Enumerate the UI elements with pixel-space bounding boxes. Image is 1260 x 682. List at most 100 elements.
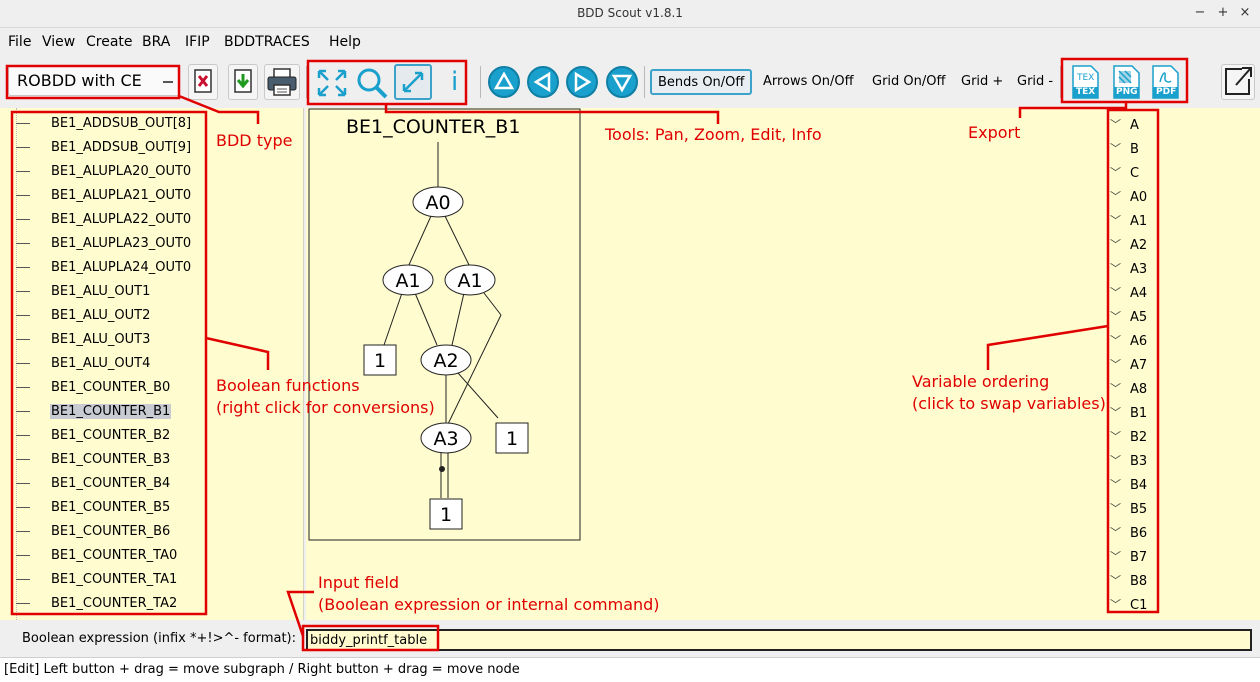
variable-item[interactable]: ﹀B7 (1110, 546, 1170, 570)
function-item[interactable]: BE1_ALU_OUT4 (0, 352, 300, 376)
variable-label: C (1130, 166, 1140, 181)
variable-item[interactable]: ﹀C1 (1110, 594, 1170, 618)
function-item-selected[interactable]: BE1_COUNTER_B1 (0, 400, 300, 424)
function-item[interactable]: BE1_ALU_OUT3 (0, 328, 300, 352)
grid-toggle[interactable]: Grid On/Off (865, 69, 953, 95)
variable-item[interactable]: ﹀B8 (1110, 570, 1170, 594)
chevron-down-icon: ﹀ (1110, 190, 1121, 203)
variable-item[interactable]: ﹀C (1110, 162, 1170, 186)
function-item[interactable]: BE1_ALUPLA22_OUT0 (0, 208, 300, 232)
function-item[interactable]: BE1_ADDSUB_OUT[8] (0, 112, 300, 136)
minimize-icon[interactable]: − (1194, 5, 1206, 20)
function-label: BE1_ALUPLA23_OUT0 (51, 236, 192, 251)
move-left-button[interactable] (527, 66, 559, 98)
svg-text:1: 1 (506, 428, 518, 450)
variable-item[interactable]: ﹀A0 (1110, 186, 1170, 210)
variable-item[interactable]: ﹀A3 (1110, 258, 1170, 282)
variable-label: B1 (1130, 406, 1148, 421)
function-item[interactable]: BE1_COUNTER_B5 (0, 496, 300, 520)
function-item[interactable]: BE1_COUNTER_B3 (0, 448, 300, 472)
function-item[interactable]: BE1_ADDSUB_OUT[9] (0, 136, 300, 160)
function-label: BE1_COUNTER_B2 (51, 428, 171, 443)
move-down-button[interactable] (606, 66, 638, 98)
function-item[interactable]: BE1_COUNTER_TA2 (0, 592, 300, 616)
function-item[interactable]: BE1_ALU_OUT1 (0, 280, 300, 304)
variable-item[interactable]: ﹀B (1110, 138, 1170, 162)
grid-minus-button[interactable]: Grid - (1010, 69, 1061, 95)
chevron-down-icon: ﹀ (1110, 118, 1121, 131)
variable-item[interactable]: ﹀ B1 (1110, 402, 1170, 426)
print-button[interactable] (264, 64, 300, 100)
info-button[interactable]: i (436, 64, 474, 100)
zoom-button[interactable] (352, 64, 390, 100)
function-item[interactable]: BE1_ALUPLA23_OUT0 (0, 232, 300, 256)
open-external-button[interactable] (1221, 64, 1255, 100)
variable-label: B6 (1130, 526, 1148, 541)
variable-label: A3 (1130, 262, 1148, 277)
edit-button[interactable] (394, 64, 432, 100)
bdd-type-select[interactable]: ROBDD with CE (8, 66, 180, 96)
export-png-button[interactable]: PNG (1112, 65, 1140, 99)
variable-item[interactable]: ﹀A4 (1110, 282, 1170, 306)
function-item[interactable]: BE1_ALU_OUT2 (0, 304, 300, 328)
expression-input[interactable] (306, 629, 1252, 651)
function-item[interactable]: BE1_COUNTER_B6 (0, 520, 300, 544)
export-pdf-button[interactable]: PDF (1151, 65, 1179, 99)
move-right-button[interactable] (566, 66, 598, 98)
function-item[interactable]: BE1_ALUPLA21_OUT0 (0, 184, 300, 208)
menu-ifip[interactable]: IFIP (185, 34, 210, 50)
download-button[interactable] (228, 64, 258, 100)
toolbar-separator (480, 66, 481, 98)
variable-label: B (1130, 142, 1139, 157)
pan-button[interactable] (312, 64, 350, 100)
variable-item[interactable]: ﹀A5 (1110, 306, 1170, 330)
variable-item[interactable]: ﹀A (1110, 114, 1170, 138)
menu-create[interactable]: Create (86, 34, 133, 50)
bdd-canvas[interactable]: BE1_COUNTER_B1 A0 A1 A1 A2 (306, 108, 1096, 620)
function-item[interactable]: BE1_COUNTER_B4 (0, 472, 300, 496)
bends-toggle[interactable]: Bends On/Off (650, 69, 753, 95)
variable-item[interactable]: ﹀A2 (1110, 234, 1170, 258)
function-item[interactable]: BE1_COUNTER_TA1 (0, 568, 300, 592)
function-item[interactable]: BE1_COUNTER_B2 (0, 424, 300, 448)
arrows-toggle[interactable]: Arrows On/Off (756, 69, 861, 95)
menu-view[interactable]: View (42, 34, 76, 50)
menu-bddtraces[interactable]: BDDTRACES (224, 34, 310, 50)
variable-item[interactable]: ﹀B6 (1110, 522, 1170, 546)
menu-help[interactable]: Help (329, 34, 361, 50)
function-label: BE1_ALUPLA20_OUT0 (51, 164, 192, 179)
variable-item[interactable]: ﹀B2 (1110, 426, 1170, 450)
chevron-down-icon: ﹀ (1110, 430, 1121, 443)
variable-item[interactable]: ﹀A1 (1110, 210, 1170, 234)
menu-file[interactable]: File (8, 34, 32, 50)
menu-bra[interactable]: BRA (142, 34, 171, 50)
function-item[interactable]: BE1_ALUPLA24_OUT0 (0, 256, 300, 280)
function-item[interactable]: BE1_COUNTER_B0 (0, 376, 300, 400)
variable-item[interactable]: ﹀B4 (1110, 474, 1170, 498)
chevron-down-icon: ﹀ (1110, 406, 1121, 419)
variable-item[interactable]: ﹀A8 (1110, 378, 1170, 402)
variables-panel: ﹀A ﹀B ﹀C ﹀A0 ﹀A1 ﹀A2 ﹀A3 ﹀A4 ﹀A5 ﹀A6 ﹀A7… (1096, 108, 1260, 620)
function-label: BE1_ALU_OUT1 (51, 284, 151, 299)
maximize-icon[interactable]: + (1217, 5, 1229, 20)
export-tex-button[interactable]: TEX TEX (1071, 65, 1099, 99)
chevron-down-icon: ﹀ (1110, 166, 1121, 179)
variable-item[interactable]: ﹀B5 (1110, 498, 1170, 522)
chevron-down-icon: ﹀ (1110, 550, 1121, 563)
function-item[interactable]: BE1_ALUPLA20_OUT0 (0, 160, 300, 184)
chevron-down-icon: ﹀ (1110, 574, 1121, 587)
bdd-graph[interactable]: BE1_COUNTER_B1 A0 A1 A1 A2 (306, 108, 1096, 620)
variable-item[interactable]: ﹀A7 (1110, 354, 1170, 378)
menu-bar: File View Create BRA IFIP BDDTRACES Help (0, 30, 1260, 56)
svg-text:A1: A1 (457, 270, 482, 292)
function-label: BE1_ALU_OUT2 (51, 308, 151, 323)
function-label: BE1_COUNTER_B6 (51, 524, 171, 539)
function-item[interactable]: BE1_COUNTER_TA0 (0, 544, 300, 568)
variable-label: A7 (1130, 358, 1148, 373)
grid-plus-button[interactable]: Grid + (954, 69, 1011, 95)
variable-item[interactable]: ﹀B3 (1110, 450, 1170, 474)
close-icon[interactable]: × (1239, 5, 1251, 20)
move-up-button[interactable] (488, 66, 520, 98)
variable-item[interactable]: ﹀A6 (1110, 330, 1170, 354)
delete-button[interactable] (188, 64, 218, 100)
